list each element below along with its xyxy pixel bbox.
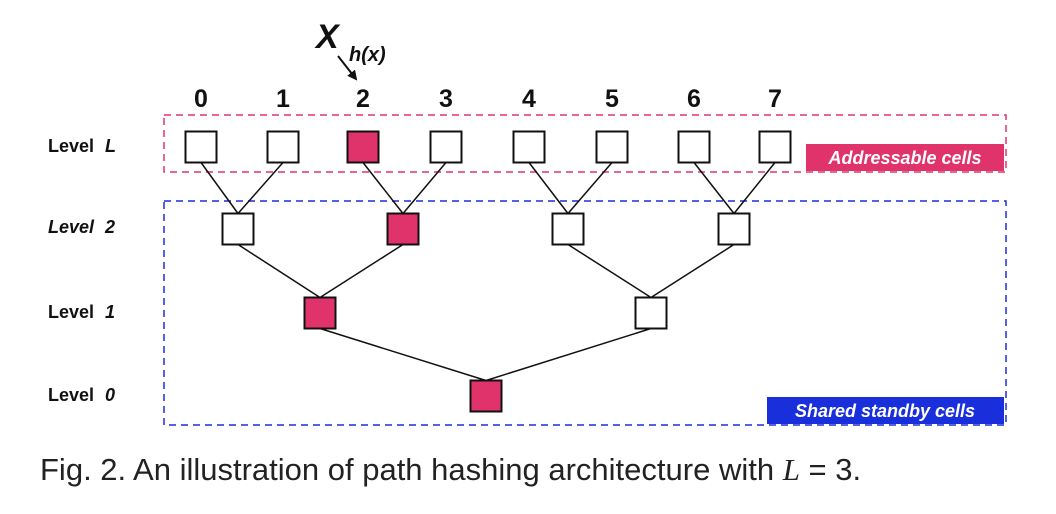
addressable-label-background: [806, 144, 1004, 171]
level-label-0: Level 0: [48, 385, 115, 405]
level-label-2-prefix: Level: [48, 217, 95, 237]
level-label-L-suffix: L: [105, 136, 116, 156]
standby-label: Shared standby cells: [795, 401, 975, 421]
cell-level-L-1: [266, 130, 300, 164]
column-index-0: 0: [194, 85, 208, 113]
caption-suffix: = 3.: [799, 452, 862, 487]
standby-region-box: [163, 200, 1007, 426]
cell-level-L-7: [758, 130, 792, 164]
tree-edge: [200, 162, 239, 214]
column-index-2: 2: [356, 85, 370, 113]
column-index-5: 5: [605, 85, 619, 113]
level-label-L-prefix: Level: [48, 136, 94, 156]
input-key-label: X: [314, 18, 341, 56]
column-index-1: 1: [276, 85, 290, 113]
column-index-7: 7: [768, 85, 782, 113]
caption-prefix: Fig. 2. An illustration of path hashing …: [40, 452, 783, 487]
cell-level-2-3: [717, 212, 751, 246]
tree-edges: [200, 162, 776, 382]
hash-function-label: h(x): [349, 44, 386, 66]
cell-level-2-0: [221, 212, 255, 246]
cell-level-2-2: [551, 212, 585, 246]
tree-edge: [237, 162, 284, 214]
column-index-3: 3: [439, 85, 453, 113]
column-index-6: 6: [687, 85, 701, 113]
highlighted-cell-level-1-0: [303, 296, 337, 330]
level-label-0-suffix: 0: [105, 385, 115, 405]
level-label-2: Level 2: [48, 217, 115, 237]
tree-edge: [402, 162, 447, 214]
cell-level-L-4: [512, 130, 546, 164]
caption-variable: L: [782, 452, 800, 487]
tree-edge: [567, 243, 652, 299]
tree-edge: [319, 327, 487, 382]
tree-edge: [485, 327, 652, 382]
highlighted-cell-level-2-1: [386, 212, 420, 246]
cell-level-1-1: [634, 296, 668, 330]
tree-edge: [733, 162, 776, 214]
tree-edge: [567, 162, 613, 214]
level-label-L: Level L: [48, 136, 116, 156]
figure-caption: Fig. 2. An illustration of path hashing …: [40, 452, 1040, 488]
cell-level-L-3: [429, 130, 463, 164]
tree-edge: [362, 162, 404, 214]
column-indices: 0 1 2 3 4 5 6 7: [194, 85, 782, 113]
cell-level-L-5: [595, 130, 629, 164]
column-index-4: 4: [522, 85, 536, 113]
highlighted-cell-level-L-2: [346, 130, 380, 164]
level-label-2-suffix: 2: [104, 217, 115, 237]
addressable-label: Addressable cells: [827, 148, 981, 168]
addressable-region-box: [163, 114, 1007, 173]
hash-arrow: [337, 55, 358, 81]
level-label-1: Level 1: [48, 302, 115, 322]
level-label-1-prefix: Level: [48, 302, 94, 322]
highlighted-cell-level-0-0: [469, 379, 503, 413]
tree-edge: [237, 243, 321, 299]
tree-edge: [528, 162, 569, 214]
tree-cells: [184, 130, 792, 413]
cell-level-L-6: [677, 130, 711, 164]
cell-level-L-0: [184, 130, 218, 164]
tree-edge: [693, 162, 735, 214]
tree-edge: [319, 243, 404, 299]
level-label-1-suffix: 1: [105, 302, 115, 322]
tree-edge: [650, 243, 735, 299]
level-label-0-prefix: Level: [48, 385, 94, 405]
standby-label-background: [767, 397, 1004, 424]
